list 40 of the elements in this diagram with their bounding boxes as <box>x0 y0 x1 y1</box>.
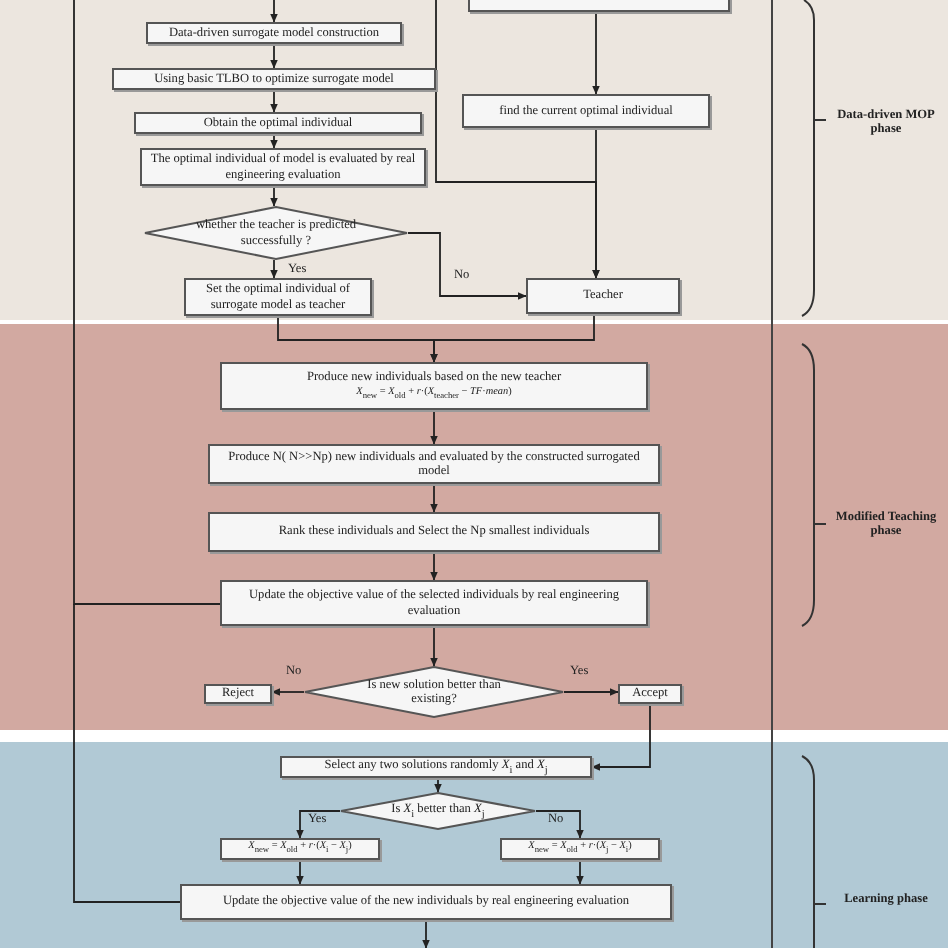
process-box <box>220 580 648 626</box>
arrow <box>422 919 430 948</box>
process-box <box>220 362 648 410</box>
process-box <box>280 756 592 778</box>
arrow <box>434 777 442 793</box>
arrow <box>296 810 341 839</box>
process-box <box>112 68 436 90</box>
arrow <box>435 0 600 279</box>
arrow <box>270 133 278 149</box>
process-box <box>618 684 682 704</box>
process-box <box>220 838 380 860</box>
arrow <box>430 625 438 667</box>
arrow <box>407 232 527 300</box>
process-box <box>140 148 426 186</box>
process-box <box>146 22 402 44</box>
arrow <box>576 859 584 885</box>
process-box <box>184 278 372 316</box>
process-box <box>134 112 422 134</box>
arrow <box>430 551 438 581</box>
arrow <box>270 185 278 207</box>
process-box <box>208 444 660 484</box>
arrow <box>270 89 278 113</box>
arrow <box>592 11 600 95</box>
process-box <box>204 684 272 704</box>
arrow <box>270 259 278 279</box>
arrow <box>563 688 619 696</box>
arrow <box>270 43 278 69</box>
arrow <box>535 810 584 839</box>
arrow <box>430 313 595 363</box>
arrow <box>430 409 438 445</box>
arrow <box>271 688 305 696</box>
arrow <box>430 483 438 513</box>
arrow <box>591 703 651 771</box>
arrow <box>296 859 304 885</box>
process-box <box>462 94 710 128</box>
process-box <box>500 838 660 860</box>
process-box <box>180 884 672 920</box>
process-box <box>526 278 680 314</box>
process-box <box>208 512 660 552</box>
arrow <box>270 0 278 23</box>
